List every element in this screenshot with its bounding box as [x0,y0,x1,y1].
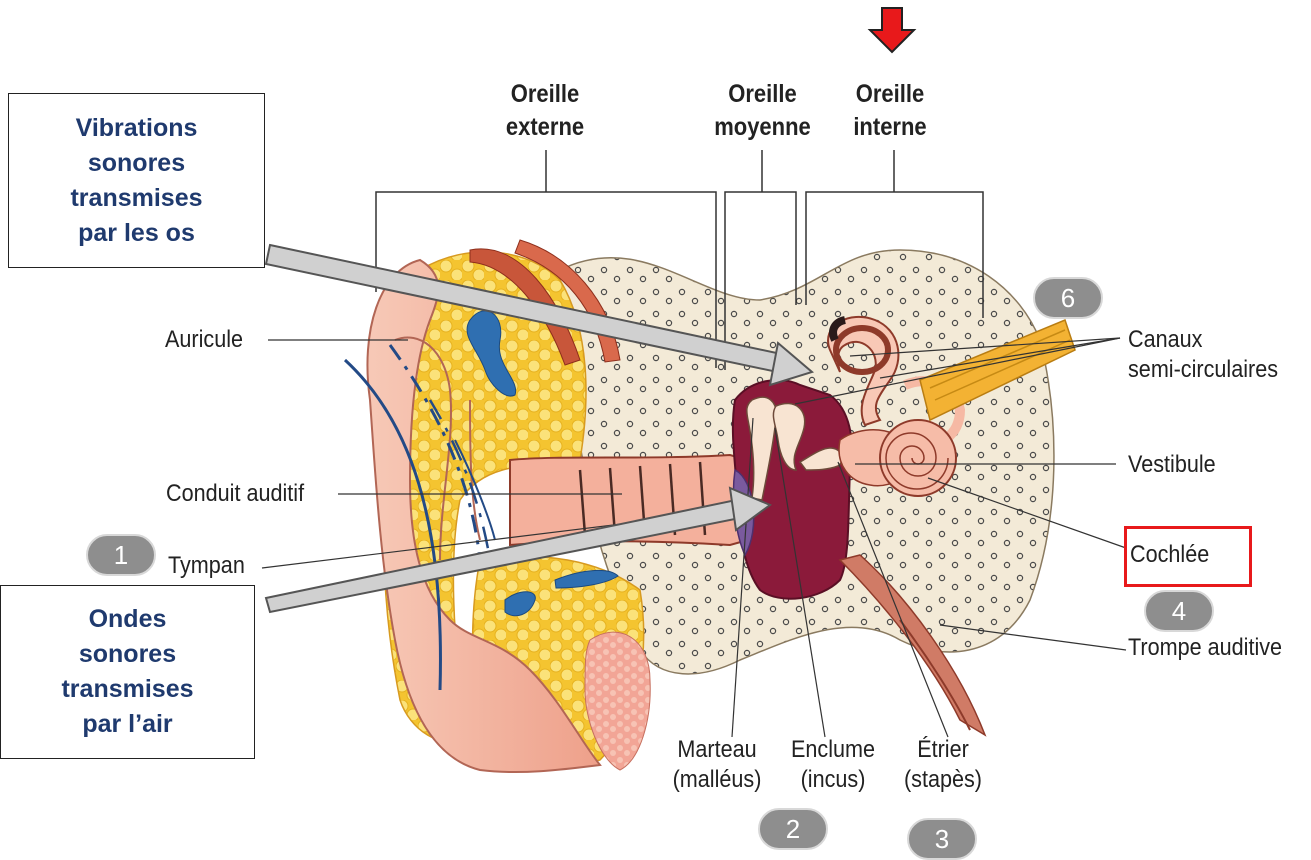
label-line: (incus) [779,765,887,795]
header-line: moyenne [699,111,827,144]
air-conduction-box: Ondes sonores transmises par l’air [0,585,255,759]
header-line: interne [837,111,943,144]
label-marteau: Marteau (malléus) [663,735,771,795]
bone-conduction-box: Vibrations sonores transmises par les os [8,93,265,268]
box-line: Ondes [89,602,167,637]
label-line: (stapès) [889,765,997,795]
label-line: Enclume [779,735,887,765]
label-trompe-auditive: Trompe auditive [1128,633,1282,663]
label-conduit-auditif: Conduit auditif [166,479,304,509]
label-tympan: Tympan [168,551,245,581]
label-line: Marteau [663,735,771,765]
box-line: par l’air [82,707,172,742]
label-etrier: Étrier (stapès) [889,735,997,795]
label-vestibule: Vestibule [1128,450,1216,480]
label-line: semi-circulaires [1128,355,1278,385]
header-line: Oreille [699,78,827,111]
header-line: externe [488,111,602,144]
label-enclume: Enclume (incus) [779,735,887,795]
header-oreille-interne: Oreille interne [837,78,943,144]
header-oreille-moyenne: Oreille moyenne [699,78,827,144]
badge-3: 3 [907,818,977,860]
red-down-arrow [870,8,914,52]
cochlea-shape [880,420,956,496]
box-line: sonores [88,146,185,181]
label-line: (malléus) [663,765,771,795]
cochlee-highlight [1124,526,1252,587]
box-line: transmises [70,181,202,216]
header-oreille-externe: Oreille externe [488,78,602,144]
box-line: sonores [79,637,176,672]
label-line: Canaux [1128,325,1278,355]
header-line: Oreille [488,78,602,111]
label-canaux-semi-circulaires: Canaux semi-circulaires [1128,325,1278,385]
box-line: transmises [61,672,193,707]
header-line: Oreille [837,78,943,111]
badge-4: 4 [1144,590,1214,632]
box-line: par les os [78,216,195,251]
badge-2: 2 [758,808,828,850]
label-auricule: Auricule [165,325,243,355]
label-line: Étrier [889,735,997,765]
badge-6: 6 [1033,277,1103,319]
box-line: Vibrations [76,111,198,146]
badge-1: 1 [86,534,156,576]
